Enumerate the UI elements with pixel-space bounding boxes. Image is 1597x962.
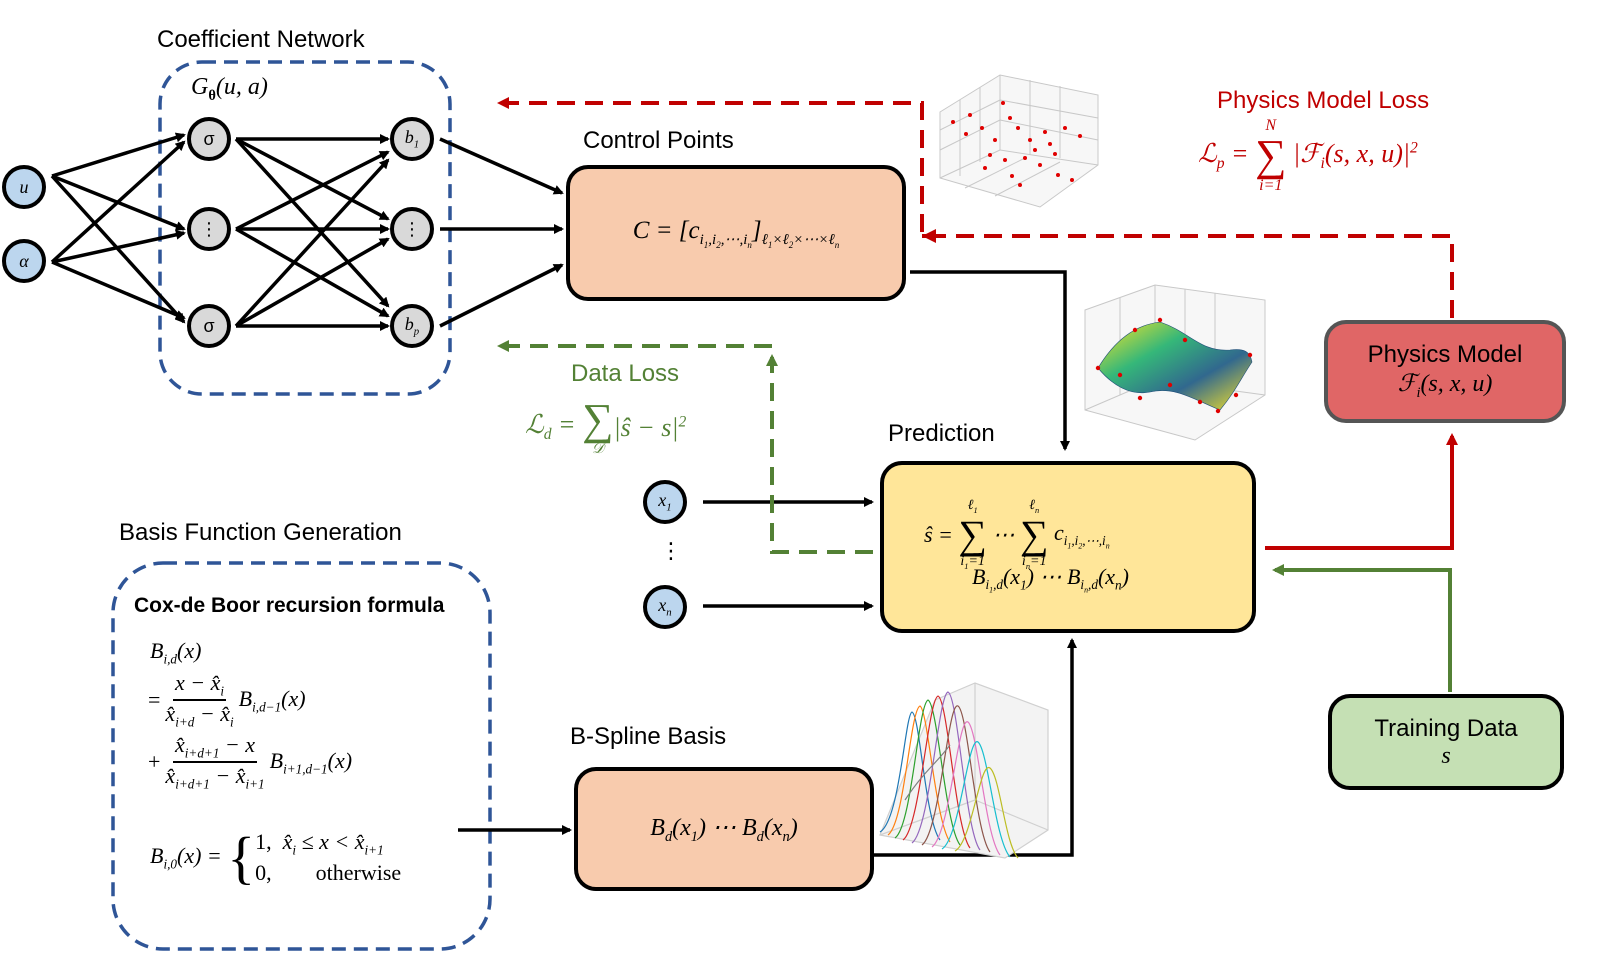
data-loss-path <box>497 340 1452 692</box>
control-points-formula: C = [ci1,i2,⋯,in]ℓ1×ℓ2×⋯×ℓn <box>632 216 840 250</box>
prediction-title: Prediction <box>888 420 995 447</box>
bspline-basis-curves-plot-icon <box>879 682 1049 859</box>
input-node-u: u <box>2 165 46 209</box>
control-points-box: C = [ci1,i2,⋯,in]ℓ1×ℓ2×⋯×ℓn <box>566 165 906 301</box>
prediction-box: ŝ = ℓ1 ∑ i1=1 ⋯ ℓn ∑ in=1 ci1,i2,⋯,in Bi… <box>880 461 1256 633</box>
physics-model-title: Physics Model <box>1367 341 1523 369</box>
x-inputs-ellipsis: ⋮ <box>660 538 682 563</box>
bspline-basis-box: Bd(x1) ⋯ Bd(xn) <box>574 767 874 891</box>
network-edges <box>50 132 1077 857</box>
prediction-formula-sum: ŝ = ℓ1 ∑ i1=1 ⋯ ℓn ∑ in=1 ci1,i2,⋯,in <box>924 498 1110 572</box>
input-node-x1: x1 <box>643 480 687 524</box>
output-node-bp: bp <box>390 304 434 348</box>
basis-generation-title: Basis Function Generation <box>119 519 402 546</box>
physics-loss-title: Physics Model Loss <box>1217 87 1430 114</box>
network-function-label: Gθ(u, a) <box>191 74 268 104</box>
physics-model-box: Physics Model ℱi(s, x, u) <box>1324 320 1566 423</box>
control-points-3d-plot-icon <box>939 74 1099 208</box>
training-data-title: Training Data <box>1374 714 1518 742</box>
prediction-3d-surface-plot-icon <box>1084 284 1266 441</box>
hidden-node-ellipsis: ⋮ <box>187 207 231 251</box>
basis-generation-frame <box>111 561 492 951</box>
cox-de-boor-subtitle: Cox-de Boor recursion formula <box>134 594 445 617</box>
input-node-alpha: α <box>2 239 46 283</box>
bspline-basis-title: B-Spline Basis <box>570 723 727 750</box>
input-node-xn: xn <box>643 585 687 629</box>
training-data-box: Training Data s <box>1328 694 1564 790</box>
recursion-base-case: Bi,0(x) = { 1, x̂i ≤ x < x̂i+1 0, otherw… <box>150 824 402 890</box>
hidden-node-sigma-bottom: σ <box>187 304 231 348</box>
coefficient-network-frame <box>158 60 452 396</box>
data-loss-formula: ℒd = ∑ 𝒟 |ŝ − s|2 <box>525 395 687 457</box>
output-node-b1: b1 <box>390 117 434 161</box>
prediction-formula-basis: Bi1,d(x1) ⋯ Bin,d(xn) <box>972 563 1129 595</box>
bspline-basis-formula: Bd(x1) ⋯ Bd(xn) <box>650 814 798 845</box>
control-points-title: Control Points <box>583 127 734 154</box>
coefficient-network-title: Coefficient Network <box>157 26 365 53</box>
data-loss-title: Data Loss <box>571 360 680 387</box>
recursion-lhs: Bi,d(x) <box>150 638 202 667</box>
physics-loss-formula: ℒp = N ∑ i=1 |ℱi(s, x, u)|2 <box>1198 117 1418 194</box>
hidden-node-sigma-top: σ <box>187 117 231 161</box>
training-data-symbol: s <box>1441 742 1451 769</box>
output-node-ellipsis: ⋮ <box>390 207 434 251</box>
physics-model-formula: ℱi(s, x, u) <box>1397 371 1493 401</box>
